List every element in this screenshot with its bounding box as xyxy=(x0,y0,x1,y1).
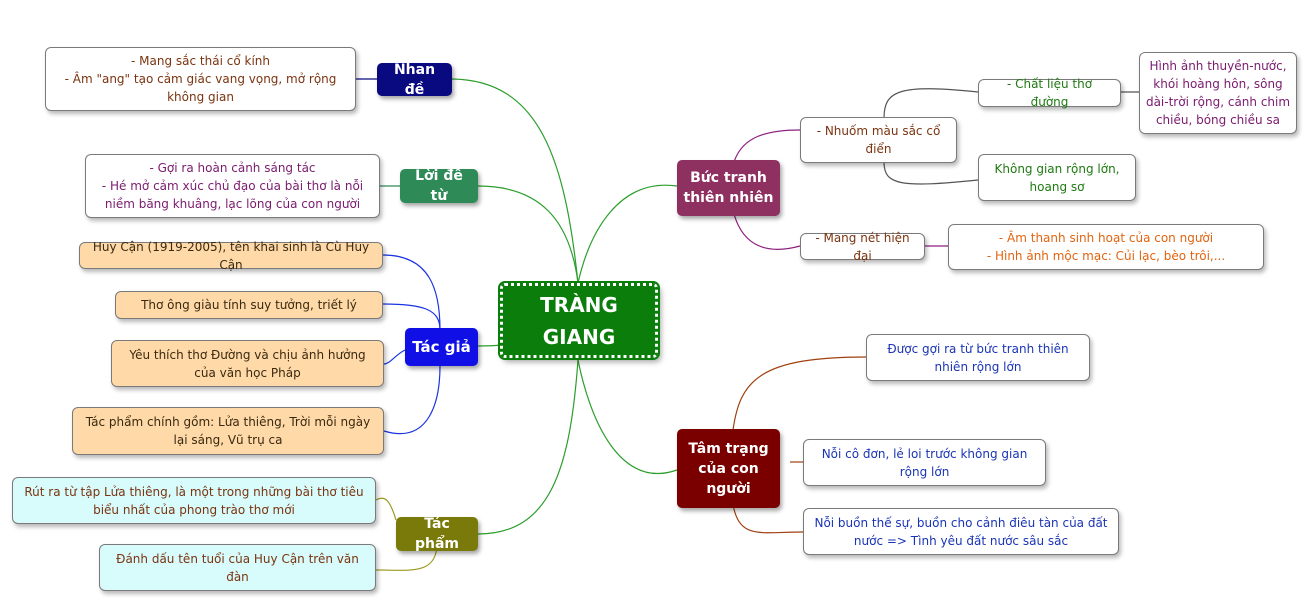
branch-buc-tranh-label: thiên nhiên xyxy=(683,190,774,206)
central-topic[interactable]: TRÀNG GIANG xyxy=(498,281,660,360)
nhuom-mau-sac-line: - Nhuốm màu sắc cổ xyxy=(816,124,941,138)
hinh-anh-line: khói hoàng hôn, sông xyxy=(1153,77,1283,91)
loi-de-tu-detail[interactable]: - Gợi ra hoàn cảnh sáng tác - Hé mở cảm … xyxy=(85,154,380,218)
loi-de-tu-detail-line: niềm băng khuâng, lạc lõng của con người xyxy=(104,197,361,211)
khong-gian-rong-lon[interactable]: Không gian rộng lớn, hoang sơ xyxy=(978,154,1136,201)
central-topic-line-1: TRÀNG xyxy=(540,292,618,317)
khong-gian-line: Không gian rộng lớn, xyxy=(994,161,1120,176)
hinh-anh-thuyen-nuoc[interactable]: Hình ảnh thuyền-nước, khói hoàng hôn, sô… xyxy=(1139,52,1297,134)
tac-gia-item-line: lại sáng, Vũ trụ ca xyxy=(173,433,283,447)
tac-gia-item[interactable]: Thơ ông giàu tính suy tưởng, triết lý xyxy=(115,291,383,319)
connector-nhan-de xyxy=(451,78,579,284)
branch-tac-gia[interactable]: Tác giả xyxy=(405,328,478,366)
tac-gia-item-line: của văn học Pháp xyxy=(194,365,301,380)
tam-trang-item-line: rộng lớn xyxy=(899,464,950,479)
hinh-anh-line: dài-trời rộng, cánh chim xyxy=(1145,95,1291,109)
tac-pham-item-line: Đánh dấu tên tuổi của Huy Cận trên văn xyxy=(116,551,359,566)
tac-gia-item-line: Huy Cận (1919-2005), tên khai sinh là Cù… xyxy=(92,239,370,272)
nhuom-mau-sac-co-dien[interactable]: - Nhuốm màu sắc cổ điển xyxy=(800,117,957,163)
branch-loi-de-tu[interactable]: Lời đề từ xyxy=(400,168,478,204)
branch-loi-de-tu-label: Lời đề từ xyxy=(415,168,463,204)
tac-pham-item[interactable]: Rút ra từ tập Lửa thiêng, là một trong n… xyxy=(12,477,376,524)
tac-gia-item[interactable]: Tác phẩm chính gồm: Lửa thiêng, Trời mỗi… xyxy=(72,407,384,455)
tam-trang-item[interactable]: Được gợi ra từ bức tranh thiên nhiên rộn… xyxy=(866,334,1090,381)
tac-pham-item[interactable]: Đánh dấu tên tuổi của Huy Cận trên văn đ… xyxy=(99,544,376,591)
tam-trang-item-line: nhiên rộng lớn xyxy=(934,359,1022,374)
branch-tac-pham[interactable]: Tác phẩm xyxy=(396,516,478,552)
hien-dai-detail-line: - Âm thanh sinh hoạt của con người xyxy=(998,231,1214,245)
tam-trang-item[interactable]: Nỗi buồn thế sự, buồn cho cảnh điêu tàn … xyxy=(803,508,1119,555)
nhan-de-detail-line: - Âm "ang" tạo cảm giác vang vọng, mở rộ… xyxy=(64,72,337,86)
tac-gia-item-line: Thơ ông giàu tính suy tưởng, triết lý xyxy=(141,298,357,312)
tac-gia-item[interactable]: Huy Cận (1919-2005), tên khai sinh là Cù… xyxy=(79,240,383,272)
tac-gia-item-line: Tác phẩm chính gồm: Lửa thiêng, Trời mỗi… xyxy=(85,415,371,429)
nhuom-mau-sac-line: điển xyxy=(865,142,892,156)
tac-gia-item-line: Yêu thích thơ Đường và chịu ảnh hưởng xyxy=(129,347,366,362)
connector-loi-de-tu xyxy=(477,185,579,284)
tam-trang-item-line: Nỗi buồn thế sự, buồn cho cảnh điêu tàn … xyxy=(814,515,1108,530)
tam-trang-item-line: Được gợi ra từ bức tranh thiên xyxy=(887,341,1069,356)
connector-tac-pham xyxy=(477,359,579,535)
hien-dai-detail-line: - Hình ảnh mộc mạc: Củi lạc, bèo trôi,..… xyxy=(986,249,1226,263)
hien-dai-label: - Mang nét hiện đại xyxy=(815,230,910,263)
tac-gia-item[interactable]: Yêu thích thơ Đường và chịu ảnh hưởng củ… xyxy=(111,340,384,387)
nhan-de-detail[interactable]: - Mang sắc thái cổ kính - Âm "ang" tạo c… xyxy=(45,47,356,111)
tac-pham-item-line: đàn xyxy=(226,569,249,584)
hinh-anh-line: Hình ảnh thuyền-nước, xyxy=(1149,59,1287,73)
nhan-de-detail-line: - Mang sắc thái cổ kính xyxy=(131,54,270,68)
mang-net-hien-dai[interactable]: - Mang nét hiện đại xyxy=(800,231,925,263)
branch-buc-tranh-label: Bức tranh xyxy=(690,170,767,186)
central-topic-line-2: GIANG xyxy=(542,324,616,349)
branch-tac-pham-label: Tác phẩm xyxy=(414,516,460,552)
branch-tam-trang[interactable]: Tâm trạng của con người xyxy=(677,429,780,508)
branch-nhan-de[interactable]: Nhan đề xyxy=(377,62,452,98)
branch-tam-trang-label: người xyxy=(706,480,751,497)
tac-pham-item-line: Rút ra từ tập Lửa thiêng, là một trong n… xyxy=(24,484,364,499)
tam-trang-item[interactable]: Nỗi cô đơn, lẻ loi trước không gian rộng… xyxy=(803,439,1046,486)
branch-buc-tranh-thien-nhien[interactable]: Bức tranh thiên nhiên xyxy=(677,160,780,216)
tac-pham-item-line: biểu nhất của phong trào thơ mới xyxy=(93,502,295,517)
chat-lieu-tho-duong[interactable]: - Chất liệu thơ đường xyxy=(978,77,1121,109)
loi-de-tu-detail-line: - Hé mở cảm xúc chủ đạo của bài thơ là n… xyxy=(101,179,364,193)
connector-tam-trang xyxy=(577,359,678,475)
hinh-anh-line: chiều, bóng chiều sa xyxy=(1155,113,1281,127)
branch-nhan-de-label: Nhan đề xyxy=(393,61,436,98)
chat-lieu-label: - Chất liệu thơ đường xyxy=(1006,77,1093,109)
connector-buc-tranh xyxy=(577,184,678,284)
nhan-de-detail-line: không gian xyxy=(167,90,234,104)
hien-dai-detail[interactable]: - Âm thanh sinh hoạt của con người - Hìn… xyxy=(948,224,1264,270)
branch-tam-trang-label: của con xyxy=(698,460,759,477)
branch-tam-trang-label: Tâm trạng xyxy=(688,440,769,457)
tam-trang-item-line: Nỗi cô đơn, lẻ loi trước không gian xyxy=(821,446,1028,461)
loi-de-tu-detail-line: - Gợi ra hoàn cảnh sáng tác xyxy=(149,161,316,175)
branch-tac-gia-label: Tác giả xyxy=(412,338,471,356)
khong-gian-line: hoang sơ xyxy=(1029,179,1085,194)
tam-trang-item-line: nước => Tình yêu đất nước sâu sắc xyxy=(853,533,1069,548)
